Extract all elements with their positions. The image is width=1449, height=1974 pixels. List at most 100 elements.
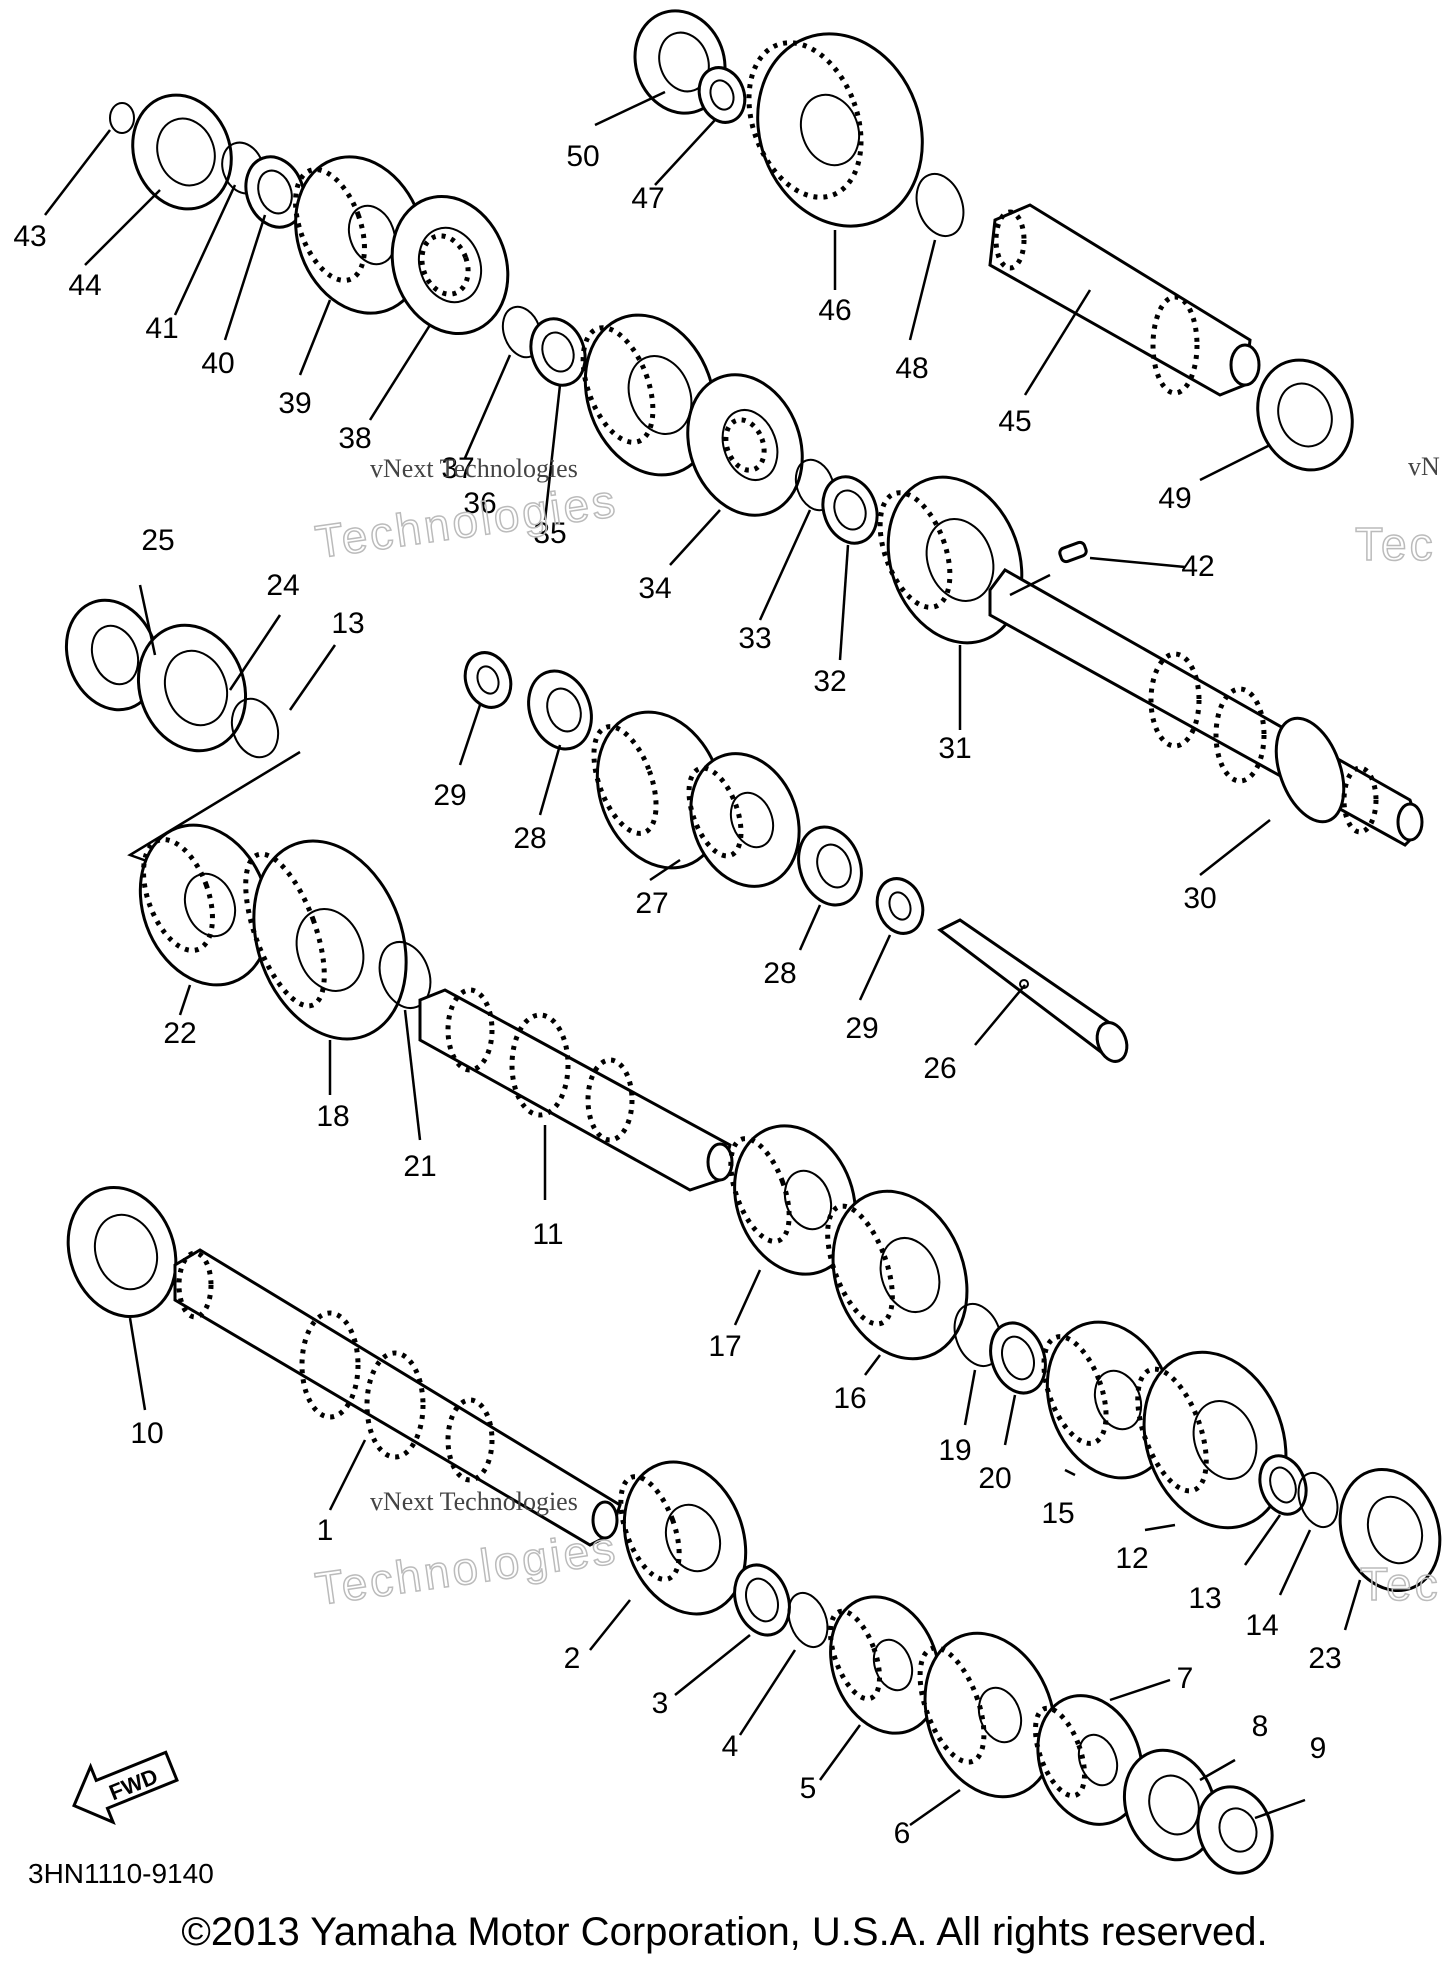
bearing-49 [1256, 358, 1354, 472]
callout-50: 50 [566, 140, 599, 173]
circlip-4 [787, 1591, 829, 1649]
gear-16 [825, 1189, 969, 1361]
washer-13-lower [1258, 1454, 1308, 1516]
gear-46 [746, 32, 924, 228]
callout-15: 15 [1041, 1497, 1074, 1530]
callout-18: 18 [316, 1100, 349, 1133]
copyright-notice: ©2013 Yamaha Motor Corporation, U.S.A. A… [181, 1910, 1268, 1954]
bearing-24 [136, 623, 248, 753]
callout-13-upper: 13 [331, 607, 364, 640]
callout-32: 32 [813, 665, 846, 698]
callout-5: 5 [800, 1772, 817, 1805]
shaft-45 [988, 203, 1261, 397]
washer-29-lower [875, 877, 925, 935]
washer-29-upper [463, 651, 513, 709]
callout-28-lower: 28 [763, 957, 796, 990]
callout-31: 31 [938, 732, 971, 765]
callout-11: 11 [532, 1218, 563, 1251]
circlip-14 [1297, 1471, 1339, 1529]
callout-14: 14 [1245, 1609, 1278, 1642]
bearing-28-upper [527, 669, 593, 751]
bearing-23 [1338, 1467, 1442, 1593]
callout-45: 45 [998, 405, 1031, 438]
circlip-43 [109, 102, 135, 134]
watermark-line-upper: vNext Technologies [370, 454, 578, 483]
washer-3 [733, 1563, 791, 1637]
gear-18 [243, 839, 408, 1041]
callout-46: 46 [818, 294, 851, 327]
callout-10: 10 [130, 1417, 163, 1450]
leader-lines [44, 90, 1362, 1827]
watermark-word-right-lower: Tec [1360, 1558, 1441, 1610]
bearing-8 [1122, 1748, 1218, 1862]
callout-13-lower: 13 [1188, 1582, 1221, 1615]
circlip-13-upper [230, 697, 280, 759]
callout-37: 37 [441, 452, 474, 485]
callout-24: 24 [266, 569, 299, 602]
washer-47 [697, 66, 747, 124]
callout-40: 40 [201, 347, 234, 380]
circlip-21 [378, 941, 432, 1009]
bearing-10 [66, 1185, 178, 1319]
callout-48: 48 [895, 352, 928, 385]
washer-20 [989, 1321, 1047, 1395]
main-axle-11 [418, 987, 734, 1192]
callout-26: 26 [923, 1052, 956, 1085]
callout-6: 6 [894, 1817, 911, 1850]
callout-35: 35 [533, 517, 566, 550]
callout-29-upper: 29 [433, 779, 466, 812]
callout-39: 39 [278, 387, 311, 420]
gear-12 [1135, 1350, 1288, 1530]
callout-9: 9 [1310, 1732, 1327, 1765]
callout-27: 27 [635, 887, 668, 920]
diagram-code: 3HN1110-9140 [28, 1858, 214, 1889]
callout-17: 17 [708, 1330, 741, 1363]
callout-2: 2 [564, 1642, 581, 1675]
callout-4: 4 [722, 1730, 739, 1763]
callout-38: 38 [338, 422, 371, 455]
callout-22: 22 [163, 1017, 196, 1050]
callout-30: 30 [1183, 882, 1216, 915]
callout-8: 8 [1252, 1710, 1269, 1743]
callout-44: 44 [68, 269, 101, 302]
callout-36: 36 [463, 487, 496, 520]
watermark-edge-right: vN [1408, 452, 1440, 481]
callout-23: 23 [1308, 1642, 1341, 1675]
callout-28-upper: 28 [513, 822, 546, 855]
gear-39 [293, 155, 426, 315]
callout-42: 42 [1181, 550, 1214, 583]
callout-47: 47 [631, 182, 664, 215]
callout-25: 25 [141, 524, 174, 557]
washer-36 [529, 317, 587, 387]
gear-2 [618, 1460, 748, 1616]
watermark-word-right: Tec [1355, 518, 1436, 570]
watermark-word-lower: Technologies [312, 1521, 621, 1615]
gear-34 [686, 373, 804, 517]
gear-6 [917, 1631, 1057, 1799]
callout-12: 12 [1115, 1542, 1148, 1575]
callout-1: 1 [317, 1514, 334, 1547]
callout-21: 21 [403, 1150, 436, 1183]
shaft-26 [937, 918, 1129, 1063]
callout-34: 34 [638, 572, 671, 605]
washer-32 [821, 475, 879, 545]
gear-35 [580, 313, 717, 477]
callout-numbers: 43 44 41 40 39 38 37 36 35 50 47 46 48 4… [13, 140, 1341, 1850]
collar-9 [1196, 1785, 1274, 1875]
watermark-line-lower: vNext Technologies [370, 1487, 578, 1516]
callout-19: 19 [938, 1434, 971, 1467]
callout-49: 49 [1158, 482, 1191, 515]
main-shaft-1 [173, 1248, 622, 1547]
washer-40 [244, 155, 306, 229]
gear-7 [1032, 1694, 1144, 1826]
callout-41: 41 [145, 312, 178, 345]
callout-43: 43 [13, 220, 46, 253]
pin-42 [1058, 540, 1088, 564]
callout-3: 3 [652, 1687, 669, 1720]
bearing-28-lower [797, 825, 863, 907]
circlip-48 [915, 173, 965, 237]
callout-16: 16 [833, 1382, 866, 1415]
gear-27 [591, 710, 801, 888]
callout-7: 7 [1177, 1662, 1194, 1695]
